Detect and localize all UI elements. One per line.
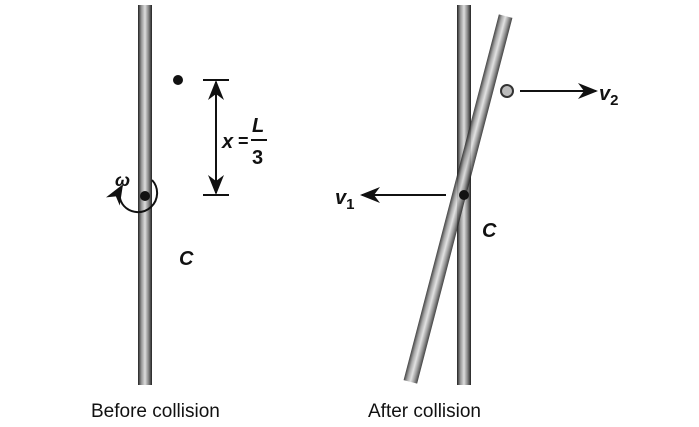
fraction-denominator: 3 [252,147,263,169]
particle-after [500,84,514,98]
center-label-after: C [482,220,497,242]
caption-after: After collision [368,401,481,422]
omega-label: ω [115,170,130,190]
rotation-arrow-icon [105,179,159,214]
center-label-before: C [179,248,194,270]
equals-sign: = [238,131,249,151]
particle-before [173,75,183,85]
after-panel: v2 v1 C After collision [335,5,618,422]
rod-center-dot [140,191,150,201]
fraction-numerator: L [252,115,264,137]
caption-before: Before collision [91,401,220,422]
rod-after-rotated [403,14,513,384]
v2-label: v2 [599,83,618,109]
distance-variable: x [221,131,234,153]
rod-center-dot-after [459,190,469,200]
before-panel: ω x = L 3 C Before collision [91,5,267,422]
v1-label: v1 [335,187,354,213]
